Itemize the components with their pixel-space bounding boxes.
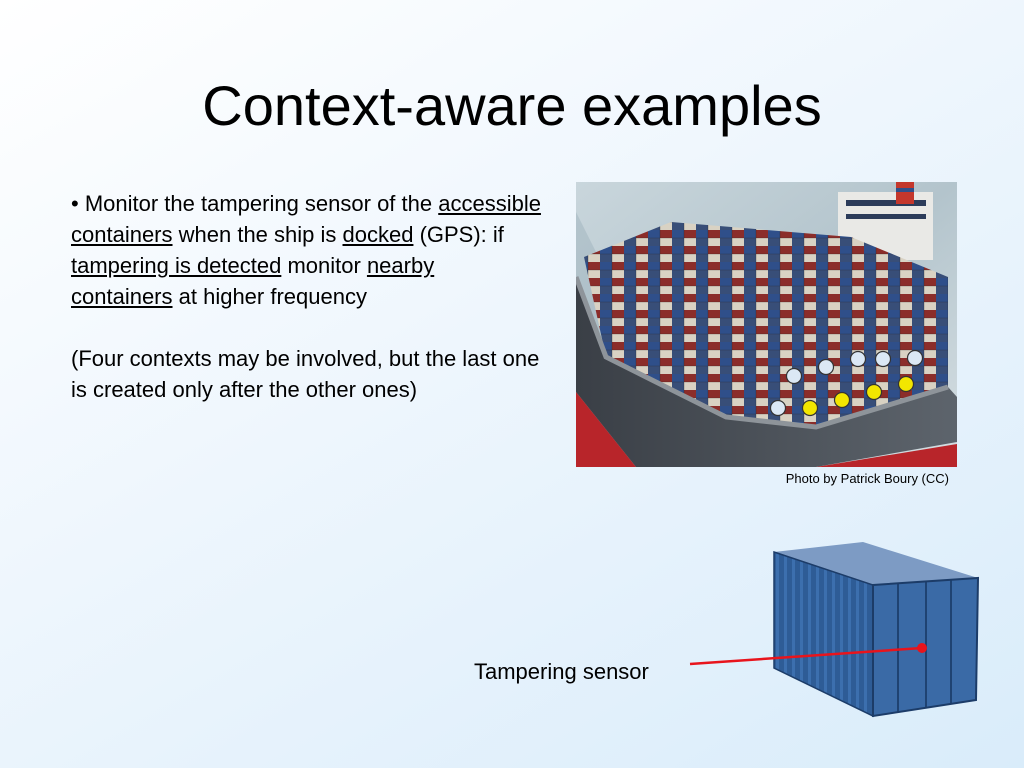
sensor-marker: [817, 358, 835, 376]
sensor-marker: [865, 383, 883, 401]
accessible-containers-link: accessible containers: [71, 191, 541, 247]
nearby-sensor-markers: [801, 375, 915, 417]
sensor-marker: [897, 375, 915, 393]
slide-body: • Monitor the tampering sensor of the ac…: [71, 188, 541, 405]
bullet-paragraph: • Monitor the tampering sensor of the ac…: [71, 188, 541, 312]
ship-hull: [576, 277, 957, 467]
tampering-sensor-label: Tampering sensor: [474, 659, 649, 684]
paragraph-gap: [71, 312, 541, 343]
container-top: [774, 542, 978, 585]
bullet-text-1: when the ship is: [172, 222, 343, 247]
note-paragraph: (Four contexts may be involved, but the …: [71, 346, 540, 402]
sensor-marker: [801, 399, 819, 417]
sensor-marker: [769, 399, 787, 417]
bullet-text-3: monitor: [281, 253, 367, 278]
slide-title: Context-aware examples: [202, 74, 822, 137]
docked-link: docked: [342, 222, 414, 247]
sensor-marker: [906, 349, 924, 367]
ship-photo: [576, 182, 957, 467]
bullet-text-2: (GPS): if: [413, 222, 504, 247]
bullet-text-4: at higher frequency: [172, 284, 367, 309]
container-stack: [584, 222, 948, 427]
sensor-marker: [833, 391, 851, 409]
bullet-prefix: • Monitor the tampering sensor of the: [71, 191, 439, 216]
sensor-marker: [849, 350, 867, 368]
photo-credit: Photo by Patrick Boury (CC): [785, 471, 949, 486]
tampering-detected-link: tampering is detected: [71, 253, 282, 278]
shipping-container-image: [773, 542, 980, 718]
sensor-marker: [874, 350, 892, 368]
accessible-sensor-markers: [769, 349, 924, 417]
sensor-marker: [785, 367, 803, 385]
container-side: [774, 552, 873, 716]
nearby-containers-link: nearby containers: [71, 253, 435, 309]
